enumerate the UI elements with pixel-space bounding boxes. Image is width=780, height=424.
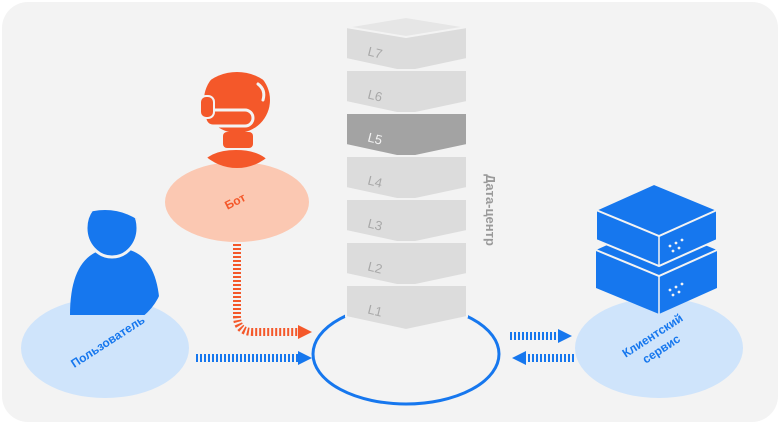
- server-icon: [595, 182, 718, 314]
- layer-l1: L1: [345, 284, 468, 331]
- layer-l5: L5: [345, 112, 468, 159]
- datacenter-label: Дата-центр: [483, 174, 498, 246]
- robot-icon: [194, 72, 278, 168]
- layer-l5-label: L5: [366, 130, 384, 148]
- client-ellipse: [575, 298, 743, 398]
- client-to-datacenter-arrowhead: [512, 351, 526, 365]
- bot-connector-arrowhead: [298, 325, 312, 339]
- user-icon: [70, 210, 160, 315]
- layer-l2: L2: [345, 241, 468, 288]
- user-connector-arrowhead: [298, 351, 312, 365]
- layer-l1-label: L1: [366, 302, 384, 320]
- layer-l4: L4: [345, 155, 468, 202]
- user-ellipse: [21, 298, 189, 398]
- datacenter-to-client-arrowhead: [558, 329, 572, 343]
- layer-l7: L7: [345, 16, 468, 73]
- bot-ellipse: [165, 162, 309, 242]
- layer-l4-label: L4: [366, 173, 384, 191]
- layer-l2-label: L2: [366, 259, 384, 277]
- layer-l6: L6: [345, 69, 468, 116]
- layer-l7-label: L7: [366, 44, 384, 62]
- layer-l3-label: L3: [366, 216, 384, 234]
- layer-l6-label: L6: [366, 87, 384, 105]
- bot-connector-line: [233, 244, 300, 336]
- layer-l3: L3: [345, 198, 468, 245]
